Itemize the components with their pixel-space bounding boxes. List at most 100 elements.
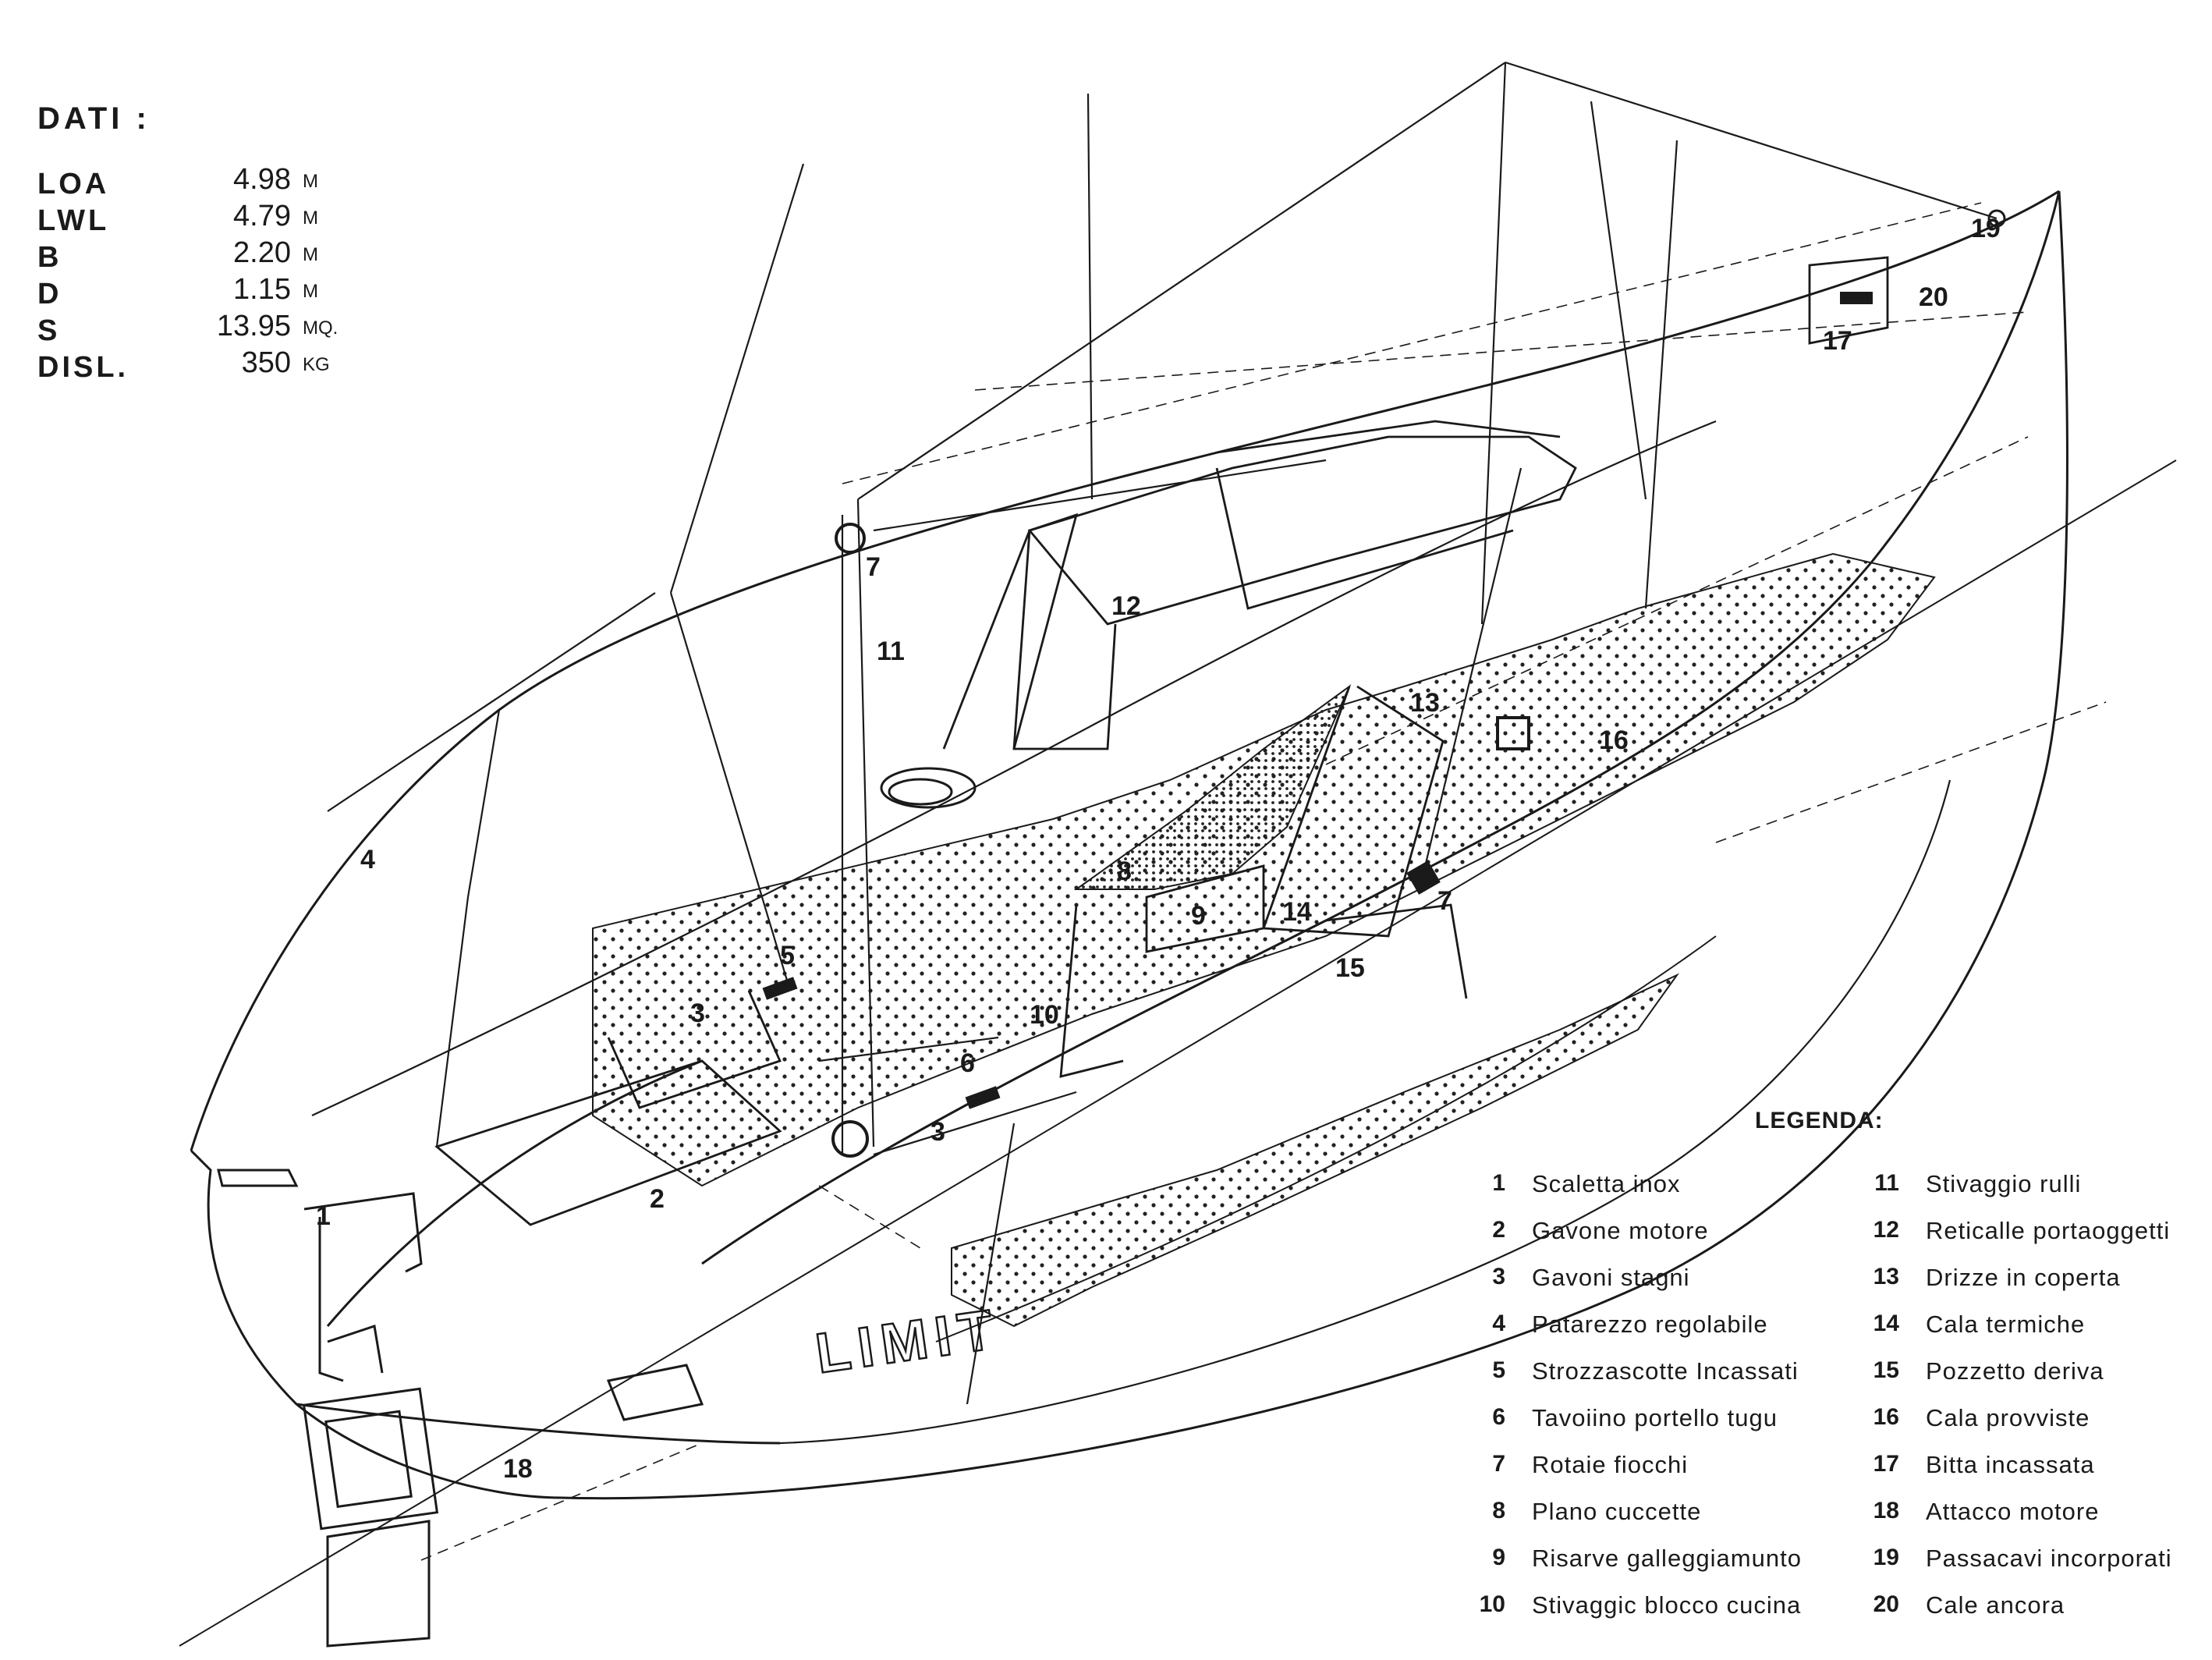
legend-number: 20 [1873,1591,1899,1617]
legend-number: 10 [1479,1591,1505,1617]
spec-unit: M [303,244,318,265]
callout-labels: 1 2 3 3 4 5 6 7 7 8 9 10 11 12 13 14 15 … [316,214,2001,1484]
callout-2: 2 [650,1184,665,1214]
callout-11: 11 [877,637,905,666]
legend-number: 3 [1492,1264,1505,1289]
callout-19: 19 [1971,214,2001,243]
waterline [179,459,2177,1647]
legend-number: 11 [1874,1170,1899,1196]
spec-value: 13.95 [216,310,291,342]
legend-number: 14 [1873,1311,1899,1336]
legend-number: 5 [1492,1357,1505,1383]
spec-row-lwl: LWL 4.79 M [37,200,365,241]
legend-number: 2 [1492,1217,1505,1243]
spec-label: LWL [37,204,110,237]
callout-16: 16 [1599,725,1629,755]
legend-label: Passacavi incorporati [1926,1545,2172,1572]
legend-label: Rotaie fiocchi [1532,1451,1689,1478]
construction-lines [420,202,2107,1561]
legend-number: 17 [1873,1451,1899,1477]
legend-label: Risarve galleggiamunto [1532,1545,1802,1572]
legend-label: Attacco motore [1926,1498,2100,1525]
legend-number: 15 [1873,1357,1899,1383]
callout-12: 12 [1111,591,1141,621]
spec-label: LOA [37,168,110,200]
callout-10: 10 [1030,1000,1059,1030]
spec-unit: M [303,171,318,192]
legend-label: Scaletta inox [1532,1170,1681,1197]
spec-unit: KG [303,354,330,375]
legend-label: Gavoni stagni [1532,1264,1690,1291]
legend-number: 13 [1873,1264,1899,1289]
legend-label: Tavoiino portello tugu [1532,1404,1778,1431]
legend-label: Gavone motore [1532,1217,1709,1244]
spec-label: DISL. [37,351,129,384]
legend-number: 1 [1492,1170,1505,1196]
rope-coil-icon [880,767,977,809]
spec-value: 350 [241,346,291,379]
legend-label: Cala provviste [1926,1404,2090,1431]
legend-number: 16 [1873,1404,1899,1430]
spec-value: 4.79 [233,200,291,232]
legend-number: 9 [1492,1545,1505,1570]
legend-number: 18 [1873,1498,1899,1523]
specs-panel: DATI : LOA 4.98 M LWL 4.79 M B 2.20 M D … [37,101,365,388]
spec-value: 1.15 [233,273,291,306]
legend-label: Stivaggio rulli [1926,1170,2082,1197]
callout-3b: 3 [931,1117,945,1147]
legend-number: 6 [1492,1404,1505,1430]
callout-8: 8 [1117,857,1132,886]
spec-unit: MQ. [303,317,339,339]
spec-row-disl: DISL. 350 KG [37,346,365,388]
deck-dotted-areas [592,552,1936,1328]
spec-row-s: S 13.95 MQ. [37,310,365,351]
spec-row-loa: LOA 4.98 M [37,163,365,204]
callout-20: 20 [1919,282,1948,312]
spec-label: S [37,314,61,347]
legend-label: Bitta incassata [1926,1451,2095,1478]
legend-label: Stivaggic blocco cucina [1532,1591,1802,1619]
legend-label: Drizze in coperta [1926,1264,2121,1291]
legend-label: Cala termiche [1926,1311,2086,1338]
specs-title: DATI : [37,101,151,136]
callout-15: 15 [1335,953,1365,983]
legend-number: 4 [1492,1311,1505,1336]
spec-unit: M [303,281,318,302]
cabin-structure [434,256,1889,1226]
spec-row-d: D 1.15 M [37,273,365,314]
spec-value: 2.20 [233,236,291,269]
hull-outline [190,190,2068,1500]
callout-9: 9 [1191,901,1206,931]
callout-4: 4 [360,845,375,874]
legend-label: Patarezzo regolabile [1532,1311,1768,1338]
legend-label: Reticalle portaoggetti [1926,1217,2171,1244]
callout-7a: 7 [866,552,881,582]
spec-unit: M [303,208,318,229]
legend-label: Cale ancora [1926,1591,2065,1619]
callout-1: 1 [316,1201,331,1231]
spec-label: D [37,278,62,310]
legend-label: Plano cuccette [1532,1498,1702,1525]
legend-label: Pozzetto deriva [1926,1357,2104,1385]
deck-fittings [762,209,2006,1158]
rigging-lines [327,61,1998,1405]
legend-number: 7 [1492,1451,1505,1477]
callout-5: 5 [780,941,795,970]
legend-title: LEGENDA: [1755,1108,1884,1133]
callout-7b: 7 [1437,886,1452,916]
hull-lettering: LIMIT [812,1298,1005,1385]
legend-number: 12 [1873,1217,1899,1243]
callout-13: 13 [1410,688,1440,718]
callout-14: 14 [1282,897,1312,927]
legend-number: 19 [1873,1545,1899,1570]
spec-value: 4.98 [233,163,291,196]
spec-row-b: B 2.20 M [37,236,365,278]
callout-3a: 3 [690,998,705,1028]
callout-17: 17 [1823,326,1852,356]
callout-6: 6 [960,1048,975,1078]
legend-number: 8 [1492,1498,1505,1523]
spec-label: B [37,241,62,274]
transom-ladder-motor-bracket [217,1169,704,1648]
legend-label: Strozzascotte Incassati [1532,1357,1799,1385]
